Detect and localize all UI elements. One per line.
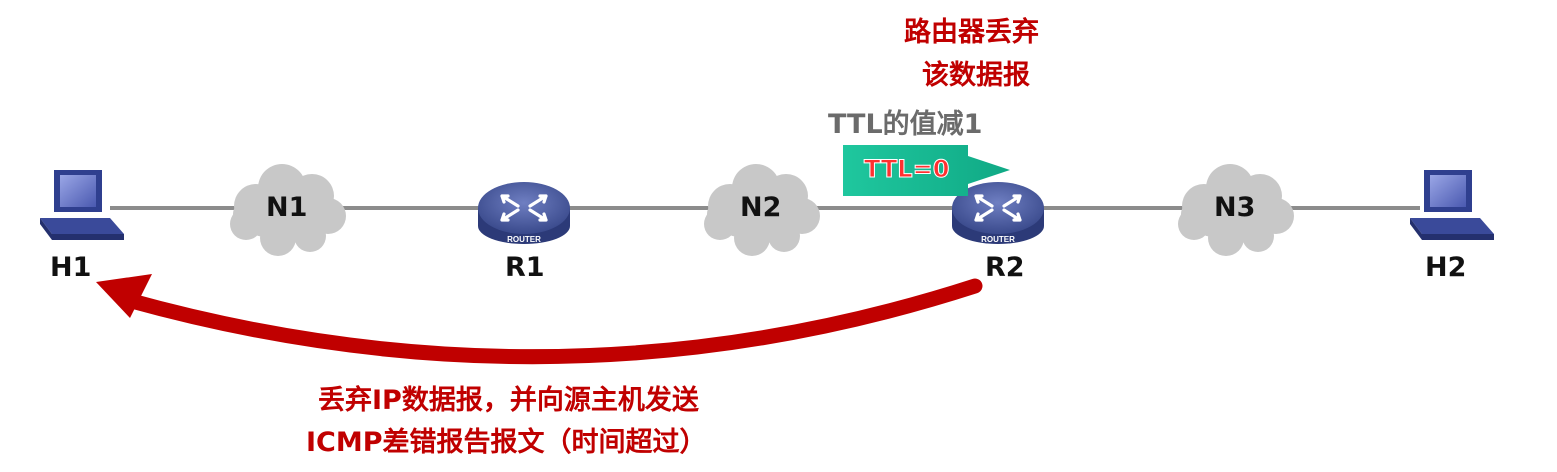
cloud-icon	[704, 164, 820, 256]
router-icon-text: ROUTER	[981, 235, 1015, 244]
arrow-icon	[96, 274, 983, 365]
router-icon: ROUTER	[478, 182, 570, 244]
cloud-icon	[230, 164, 346, 256]
host-label-h2: H2	[1425, 252, 1467, 283]
network-label-n3: N3	[1214, 192, 1256, 223]
discard-note-line2: 该数据报	[922, 60, 1030, 91]
ttl-value-label: TTL=0	[863, 155, 950, 184]
computer-icon	[1410, 170, 1494, 240]
discard-note-line1: 路由器丢弃	[904, 17, 1039, 48]
ttl-packet	[843, 145, 1010, 196]
computer-icon	[40, 170, 124, 240]
host-label-h1: H1	[50, 252, 92, 283]
network-label-n2: N2	[740, 192, 782, 223]
router-icon-text: ROUTER	[507, 235, 541, 244]
router-label-r1: R1	[505, 252, 545, 283]
icmp-note-line1: 丢弃IP数据报，并向源主机发送	[318, 385, 699, 416]
ttl-decrement-note: TTL的值减1	[828, 109, 983, 140]
router-icon: ROUTER	[952, 182, 1044, 244]
network-label-n1: N1	[266, 192, 308, 223]
icmp-note-line2: ICMP差错报告报文（时间超过）	[306, 427, 707, 458]
cloud-icon	[1178, 164, 1294, 256]
router-label-r2: R2	[985, 252, 1025, 283]
